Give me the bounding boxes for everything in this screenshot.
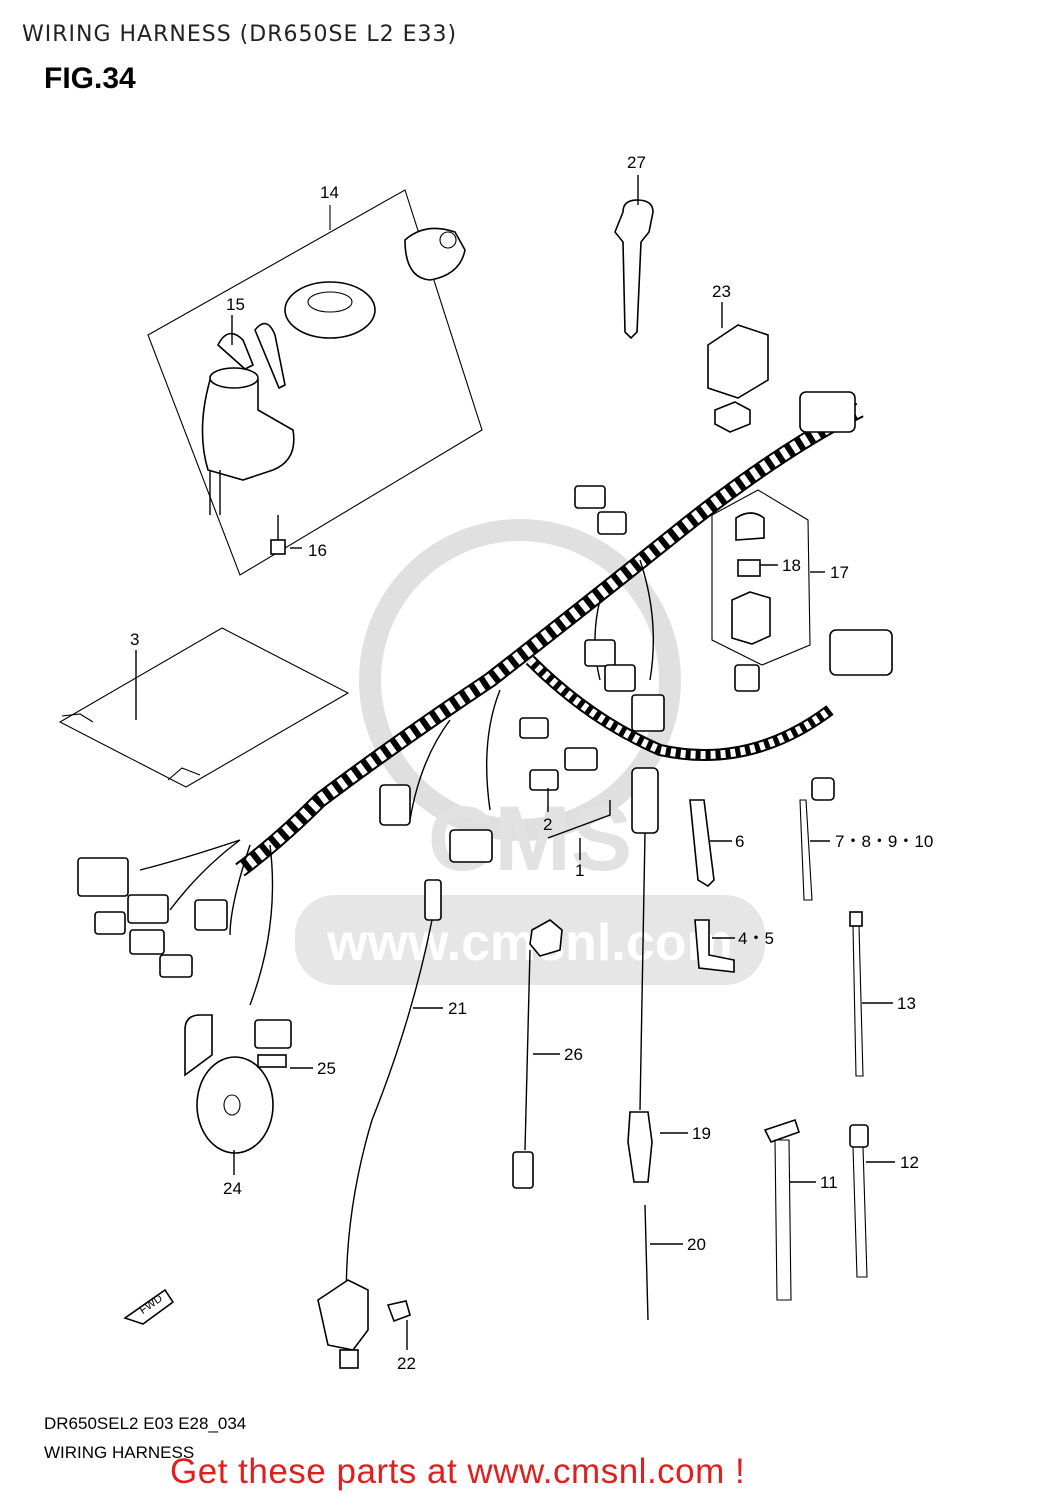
callout-27: 27 bbox=[627, 153, 646, 172]
page-title: WIRING HARNESS (DR650SE L2 E33) bbox=[22, 22, 458, 47]
callout-22: 22 bbox=[397, 1354, 416, 1373]
part-19-sensor bbox=[627, 767, 659, 1321]
part-4-5-bracket bbox=[694, 919, 735, 973]
callout-18: 18 bbox=[782, 556, 801, 575]
callout-7-10: 7・8・9・10 bbox=[835, 832, 933, 851]
part-11-tie bbox=[763, 1118, 801, 1301]
part-3-manual bbox=[58, 627, 350, 788]
part-26-lead bbox=[512, 919, 563, 1189]
callout-3: 3 bbox=[130, 630, 139, 649]
callout-24: 24 bbox=[223, 1179, 242, 1198]
part-23-relay bbox=[707, 324, 769, 433]
part-12-tie bbox=[849, 1124, 869, 1278]
fwd-arrow: FWD bbox=[123, 1288, 175, 1325]
callout-14: 14 bbox=[320, 183, 339, 202]
part-24-horn bbox=[184, 1014, 287, 1154]
main-harness bbox=[77, 391, 893, 1049]
callout-21: 21 bbox=[448, 999, 467, 1018]
cta-link[interactable]: Get these parts at www.cmsnl.com ! bbox=[170, 1452, 746, 1491]
diagram-code: DR650SEL2 E03 E28_034 bbox=[44, 1414, 247, 1433]
callout-13: 13 bbox=[897, 994, 916, 1013]
callout-23: 23 bbox=[712, 282, 731, 301]
callout-2: 2 bbox=[543, 815, 552, 834]
part-7-10-tie bbox=[799, 777, 835, 901]
part-14-lock-set bbox=[147, 189, 483, 576]
part-6-clamp bbox=[689, 799, 715, 888]
callout-15: 15 bbox=[226, 295, 245, 314]
part-21-lead bbox=[317, 879, 442, 1369]
callout-12: 12 bbox=[900, 1153, 919, 1172]
callout-16: 16 bbox=[308, 541, 327, 560]
callout-4-5: 4・5 bbox=[738, 929, 774, 948]
callout-1: 1 bbox=[575, 861, 584, 880]
diagram-name: WIRING HARNESS bbox=[44, 1443, 195, 1462]
figure-label: FIG.34 bbox=[44, 62, 136, 95]
part-13-tie bbox=[849, 911, 864, 1077]
callout-20: 20 bbox=[687, 1235, 706, 1254]
callout-17: 17 bbox=[830, 563, 849, 582]
part-27-key bbox=[614, 199, 654, 340]
part-17-fuse-box bbox=[711, 489, 811, 666]
callout-26: 26 bbox=[564, 1045, 583, 1064]
leader-lines bbox=[135, 175, 895, 1350]
callout-25: 25 bbox=[317, 1059, 336, 1078]
callout-11: 11 bbox=[820, 1173, 838, 1192]
callout-19: 19 bbox=[692, 1124, 711, 1143]
callouts: 14 15 16 3 27 23 18 17 2 1 6 7・8・9・10 4・… bbox=[130, 153, 933, 1373]
callout-6: 6 bbox=[735, 832, 744, 851]
